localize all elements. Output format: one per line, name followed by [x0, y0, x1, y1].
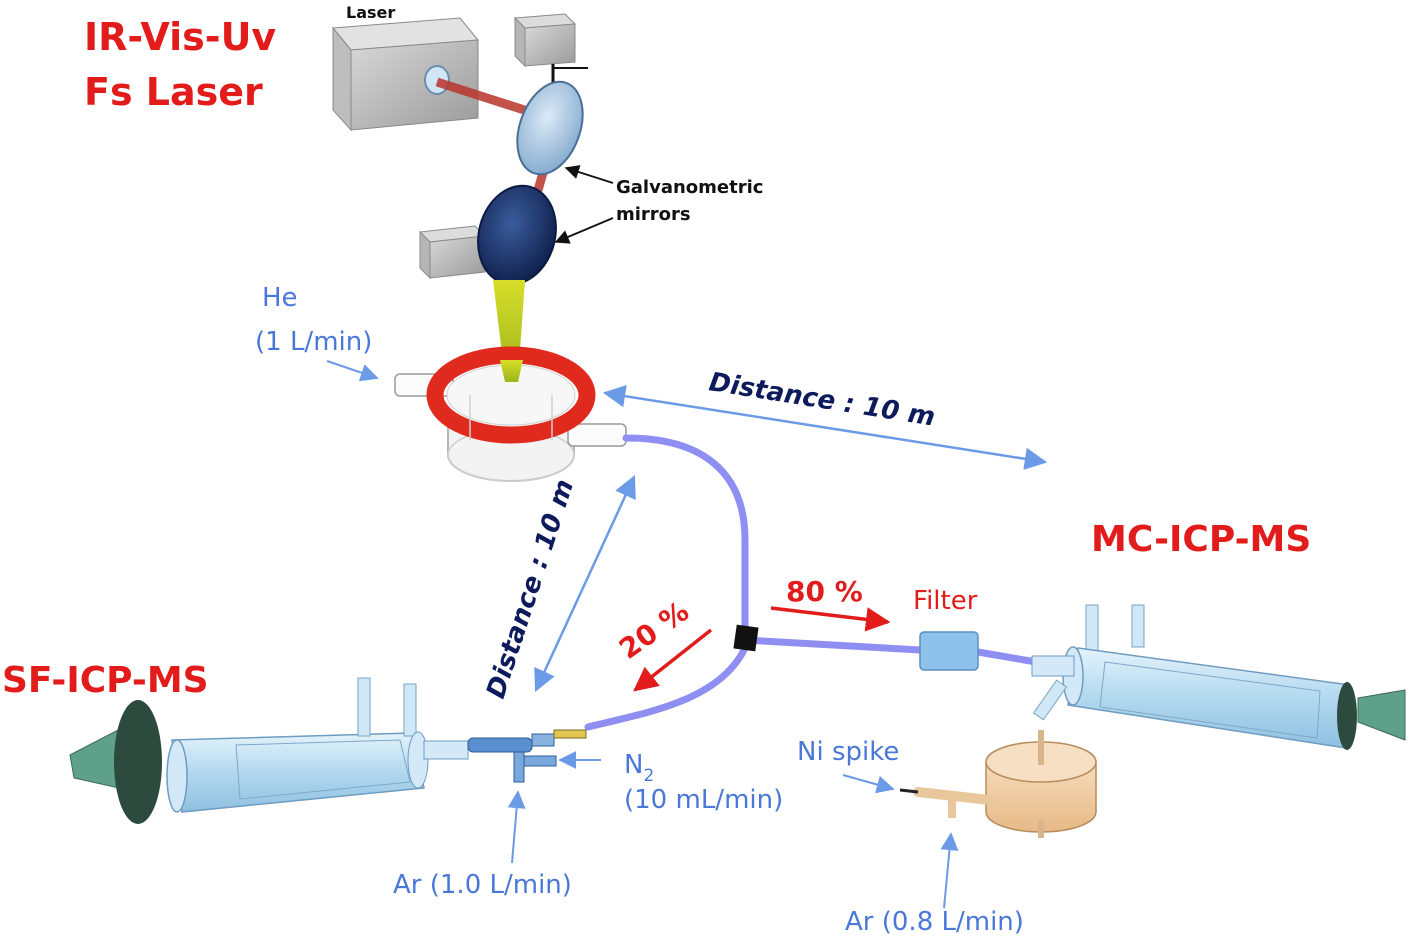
laser-title-line2: Fs Laser	[84, 70, 263, 114]
split-80-label: 80 %	[786, 575, 863, 608]
scanner-motor-left	[418, 225, 487, 280]
n2-label: N2	[624, 750, 654, 786]
he-flow-label: (1 L/min)	[255, 327, 372, 357]
ar-left-arrow	[507, 790, 526, 864]
laser-box-label: Laser	[346, 3, 395, 22]
galvo-pointer-bottom	[554, 217, 614, 244]
ablation-cell	[394, 346, 627, 482]
filter-label: Filter	[913, 586, 978, 616]
laser-title-line1: IR-Vis-Uv	[84, 15, 276, 59]
cell-window-ring	[426, 346, 596, 444]
ar-left-label: Ar (1.0 L/min)	[393, 870, 572, 900]
y-splitter	[733, 624, 759, 652]
filter-body	[919, 631, 979, 671]
spike-chamber	[899, 730, 1097, 838]
distance-vertical-label: Distance : 10 m	[481, 476, 580, 702]
he-label: He	[262, 283, 298, 313]
mc-icp-ms-label: MC-ICP-MS	[1091, 519, 1311, 560]
injector-assembly	[467, 729, 587, 783]
he-arrow	[326, 360, 379, 382]
transport-tubing	[584, 434, 1037, 731]
laser-assembly: Laser Galvanometric mirrors	[332, 3, 763, 378]
ni-spike-arrow	[842, 774, 895, 794]
galvo-mirror-bottom	[477, 184, 557, 286]
galvo-mirror-top	[516, 80, 584, 176]
galvo-label-line2: mirrors	[616, 204, 691, 225]
cell-outlet	[567, 423, 627, 447]
scanner-motor-top	[513, 13, 588, 100]
split-20-label: 20 %	[613, 595, 695, 666]
distance-vertical-arrow	[534, 474, 636, 693]
distance-horizontal-label: Distance : 10 m	[707, 367, 937, 432]
sf-icp-ms-instrument	[69, 677, 469, 824]
sf-icp-ms-label: SF-ICP-MS	[2, 660, 209, 701]
n2-flow-label: (10 mL/min)	[624, 785, 783, 815]
ni-spike-label: Ni spike	[797, 737, 899, 767]
galvo-label-line1: Galvanometric	[616, 177, 763, 198]
galvo-pointer-top	[564, 165, 614, 184]
distance-horizontal-arrow	[602, 385, 1048, 470]
split-80-arrow	[770, 606, 891, 632]
laser-box: Laser	[332, 3, 479, 132]
ar-right-label: Ar (0.8 L/min)	[845, 907, 1024, 937]
mc-icp-ms-instrument	[1031, 604, 1406, 750]
split-20-arrow	[633, 628, 713, 692]
ar-right-arrow	[940, 832, 959, 909]
